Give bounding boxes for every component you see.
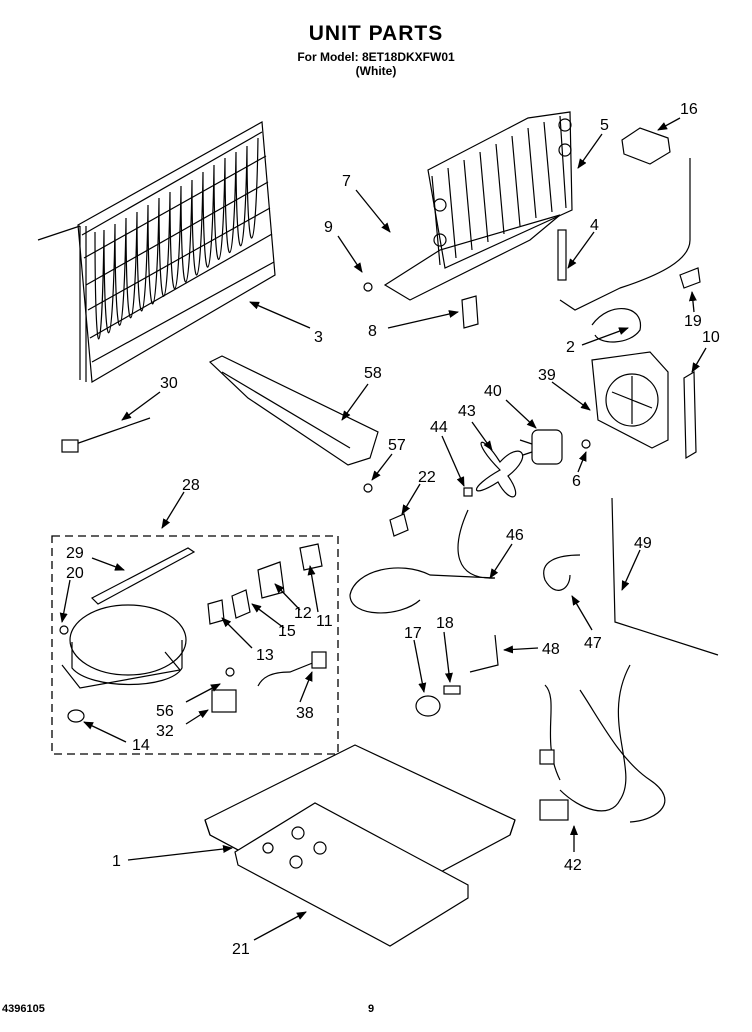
wire-part <box>591 308 641 343</box>
page-title: UNIT PARTS <box>308 22 444 45</box>
grommet-14 <box>67 709 85 723</box>
callout-18: 18 <box>436 615 454 632</box>
compressor-kit-box <box>51 535 339 755</box>
tube-47 <box>543 554 581 591</box>
tube-46 <box>349 509 496 614</box>
callout-1: 1 <box>112 853 121 870</box>
condenser <box>383 111 573 301</box>
screw-9 <box>363 282 373 292</box>
tube-29 <box>90 547 196 605</box>
color-line: (White) <box>355 64 397 78</box>
callout-7: 7 <box>342 173 351 190</box>
callout-30: 30 <box>160 375 178 392</box>
capacitor-32 <box>211 689 237 713</box>
callout-19: 19 <box>684 313 702 330</box>
sensor-part <box>69 417 151 447</box>
screw-6 <box>581 439 591 449</box>
leader-lines <box>59 117 707 941</box>
callout-11: 11 <box>316 613 333 630</box>
retainer-44 <box>463 487 473 497</box>
strip-part <box>683 370 697 460</box>
grommet-17 <box>415 695 441 717</box>
insulation-pad <box>234 802 469 947</box>
callout-58: 58 <box>364 365 382 382</box>
wire-harness <box>544 664 666 823</box>
thermistor <box>557 229 567 281</box>
callout-labels: 16 5 7 9 4 19 8 3 2 10 58 39 30 40 43 44… <box>66 101 720 958</box>
callout-10: 10 <box>702 329 720 346</box>
cap-part <box>621 127 671 165</box>
screw-20 <box>59 625 69 635</box>
model-line: For Model: 8ET18DKXFW01 <box>297 50 455 64</box>
callout-44: 44 <box>430 419 448 436</box>
callout-16: 16 <box>680 101 698 118</box>
callout-3: 3 <box>314 329 323 346</box>
callout-2: 2 <box>566 339 575 356</box>
clip-part <box>679 267 701 289</box>
tube-48 <box>469 634 499 673</box>
screw-56 <box>225 667 235 677</box>
fastener-18 <box>443 685 461 695</box>
callout-57: 57 <box>388 437 406 454</box>
page-number: 9 <box>368 1003 375 1015</box>
callout-5: 5 <box>600 117 609 134</box>
bracket-part <box>461 295 479 329</box>
terminal-13 <box>207 599 225 625</box>
callout-48: 48 <box>542 641 560 658</box>
relay-12 <box>257 561 285 599</box>
callout-47: 47 <box>584 635 602 652</box>
drain-trough <box>208 355 379 466</box>
callout-43: 43 <box>458 403 476 420</box>
bracket-11 <box>299 543 323 571</box>
defrost-tube <box>559 158 691 311</box>
callout-42: 42 <box>564 857 582 874</box>
harness-38 <box>257 659 321 687</box>
harness-connector <box>539 799 569 821</box>
screw-57 <box>363 483 373 493</box>
callout-8: 8 <box>368 323 377 340</box>
callout-29: 29 <box>66 545 84 562</box>
callout-56: 56 <box>156 703 174 720</box>
callout-14: 14 <box>132 737 150 754</box>
callout-38: 38 <box>296 705 314 722</box>
document-number: 4396105 <box>2 1003 45 1015</box>
evaporator-coil <box>37 121 276 383</box>
callout-13: 13 <box>256 647 274 664</box>
callout-39: 39 <box>538 367 556 384</box>
callout-49: 49 <box>634 535 652 552</box>
callout-12: 12 <box>294 605 312 622</box>
callout-15: 15 <box>278 623 296 640</box>
tube-49 <box>611 497 719 656</box>
callout-46: 46 <box>506 527 524 544</box>
connector-38 <box>311 651 327 669</box>
callout-17: 17 <box>404 625 422 642</box>
callout-9: 9 <box>324 219 333 236</box>
fan-shroud <box>591 351 669 449</box>
callout-40: 40 <box>484 383 502 400</box>
callout-21: 21 <box>232 941 250 958</box>
bracket-22 <box>389 513 409 537</box>
callout-22: 22 <box>418 469 436 486</box>
fan-motor <box>519 429 563 465</box>
callout-20: 20 <box>66 565 84 582</box>
callout-28: 28 <box>182 477 200 494</box>
overload-15 <box>231 589 251 619</box>
compressor <box>61 604 187 689</box>
fan-blade <box>475 441 524 498</box>
callout-6: 6 <box>572 473 581 490</box>
callout-32: 32 <box>156 723 174 740</box>
callout-4: 4 <box>590 217 599 234</box>
